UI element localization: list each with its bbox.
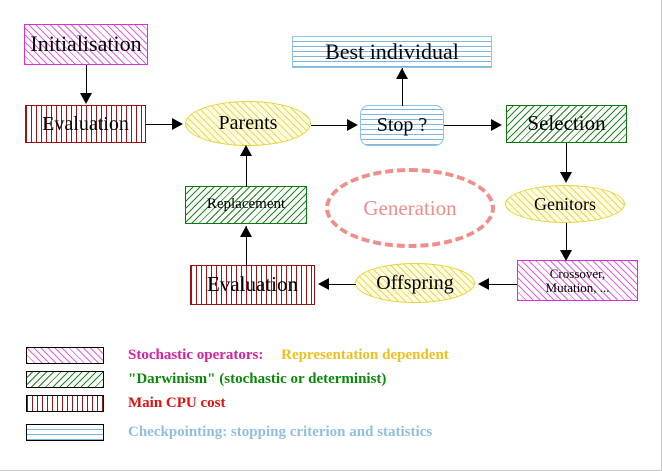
legend-row-stochastic: Stochastic operators: Representation dep… [26, 347, 449, 364]
legend-label-stochastic-main: Stochastic operators: [128, 347, 264, 363]
edge-init-to-eval [86, 65, 87, 95]
legend-label-darwinism: "Darwinism" (stochastic or determinist) [128, 371, 387, 387]
node-best-individual-label: Best individual [325, 38, 459, 64]
node-generation: Generation [325, 168, 495, 248]
node-evaluation-top-label: Evaluation [42, 112, 129, 135]
legend-row-darwinism: "Darwinism" (stochastic or determinist) [26, 371, 386, 388]
node-parents-label: Parents [218, 112, 278, 135]
arrowhead-eval-to-replacement [240, 226, 252, 237]
node-genitors[interactable]: Genitors [505, 185, 625, 223]
edge-genitors-to-crossover [566, 223, 567, 253]
legend-row-cpu-cost: Main CPU cost [26, 395, 226, 412]
arrowhead-replacement-to-parents [240, 145, 252, 156]
node-selection[interactable]: Selection [506, 105, 627, 143]
legend-label-checkpointing: Checkpointing: stopping criterion and st… [128, 424, 433, 440]
edge-parents-to-stop [311, 125, 349, 126]
legend-swatch-cpu-cost [26, 395, 104, 412]
node-evaluation-bottom[interactable]: Evaluation [190, 265, 315, 305]
legend-swatch-checkpointing [26, 424, 104, 441]
legend-swatch-darwinism [26, 371, 104, 388]
node-evaluation-bottom-label: Evaluation [207, 272, 298, 297]
node-crossover-line1: Crossover, [549, 266, 606, 282]
node-initialisation-label: Initialisation [30, 31, 142, 57]
arrowhead-genitors-to-crossover [560, 250, 572, 261]
arrowhead-stop-to-best [396, 68, 408, 79]
node-selection-label: Selection [527, 111, 606, 136]
legend-label-stochastic-sub: Representation dependent [281, 347, 449, 363]
edge-crossover-to-offspring [485, 284, 517, 285]
legend-label-stochastic: Stochastic operators: Representation dep… [128, 347, 449, 364]
node-initialisation[interactable]: Initialisation [24, 24, 148, 65]
arrowhead-crossover-to-offspring [478, 278, 489, 290]
node-crossover-line2: Mutation, ... [545, 279, 610, 295]
edge-eval-to-parents [146, 124, 174, 125]
node-evaluation-top[interactable]: Evaluation [25, 105, 146, 143]
node-crossover-mutation[interactable]: Crossover, Mutation, ... [517, 260, 638, 301]
node-generation-label: Generation [363, 195, 457, 220]
arrowhead-stop-to-selection [491, 119, 502, 131]
edge-selection-to-genitors [566, 143, 567, 175]
node-offspring[interactable]: Offspring [355, 263, 475, 303]
edge-replacement-to-parents [246, 148, 247, 187]
node-best-individual[interactable]: Best individual [292, 36, 492, 68]
legend-swatch-stochastic [26, 347, 104, 364]
node-offspring-label: Offspring [376, 271, 454, 294]
arrowhead-eval-to-parents [172, 118, 183, 130]
arrowhead-parents-to-stop [347, 119, 358, 131]
node-replacement[interactable]: Replacement [185, 186, 307, 224]
edge-stop-to-selection [444, 125, 492, 126]
edge-stop-to-best [402, 68, 403, 106]
edge-offspring-to-eval [328, 284, 356, 285]
edge-eval-to-replacement [246, 226, 247, 266]
node-stop[interactable]: Stop ? [360, 105, 444, 146]
legend-label-cpu-cost: Main CPU cost [128, 395, 226, 411]
node-genitors-label: Genitors [534, 193, 596, 214]
arrowhead-selection-to-genitors [560, 172, 572, 183]
arrowhead-init-to-eval [80, 93, 92, 104]
node-replacement-label: Replacement [206, 196, 286, 213]
legend-row-checkpointing: Checkpointing: stopping criterion and st… [26, 424, 432, 441]
node-stop-label: Stop ? [376, 114, 428, 137]
arrowhead-offspring-to-eval [318, 278, 329, 290]
node-parents[interactable]: Parents [185, 101, 311, 146]
